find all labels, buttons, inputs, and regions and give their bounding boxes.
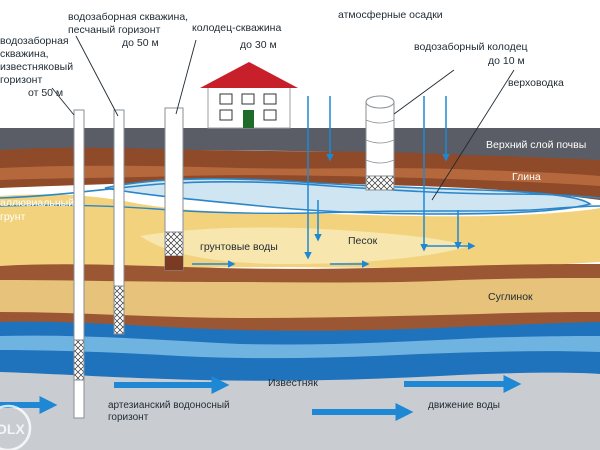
alluvial-label-1: аллювиальный [0,197,74,209]
artesian-label-1: артезианский водоносный [108,400,230,411]
loam-label: Суглинок [488,291,533,303]
olx-watermark: OLX [0,404,32,450]
artesian-ribbon [0,335,600,359]
lime-well-label-4: горизонт [0,74,42,86]
limestone-layer [0,372,600,450]
perched-water-lens [104,178,592,215]
water-line-1 [0,181,600,199]
dug-well [365,95,395,191]
loam-layer [0,278,600,320]
precipitation-label: атмосферные осадки [338,9,443,21]
limestone-label: Известняк [268,377,318,389]
sand-well-label-2: песчаный горизонт [68,24,161,36]
shaft-well-label-2: до 30 м [240,39,277,51]
groundwater-lens [140,227,470,264]
artesian-label-2: горизонт [108,412,149,423]
clay-label: Глина [512,171,541,183]
house-icon [200,62,298,129]
sand-well-label-1: водозаборная скважина, [68,11,188,23]
groundwater-label: грунтовые воды [200,241,278,253]
dug-well-label-2: до 10 м [488,55,525,67]
lime-well-label-1: водозаборная [0,35,69,47]
lime-well-label-5: от 50 м [28,87,63,99]
sand-label: Песок [348,235,378,247]
flow-label: движение воды [428,400,500,411]
lime-well-label-3: известняковый [0,61,73,73]
alluvial-label-2: грунт [0,211,26,223]
lime-well-label-2: скважина, [0,48,49,60]
shaft-well-label-1: колодец-скважина [192,22,281,34]
topsoil-label: Верхний слой почвы [486,139,586,151]
sand-well-label-3: до 50 м [122,37,159,49]
leader-lines [51,35,515,201]
water-line-2 [0,204,600,215]
sand-well [113,109,125,335]
dug-well-label-1: водозаборный колодец [414,41,528,53]
loam-top-band [0,264,600,283]
perched-label: верховодка [508,77,564,89]
precipitation-arrows [304,96,462,260]
groundwater-arrows [192,242,476,268]
olx-watermark-text: OLX [0,421,25,437]
sky [0,0,600,130]
topsoil-layer [0,128,600,162]
artesian-flow-arrows [0,375,522,421]
limestone-well [73,109,85,419]
shaft-well [164,107,184,271]
